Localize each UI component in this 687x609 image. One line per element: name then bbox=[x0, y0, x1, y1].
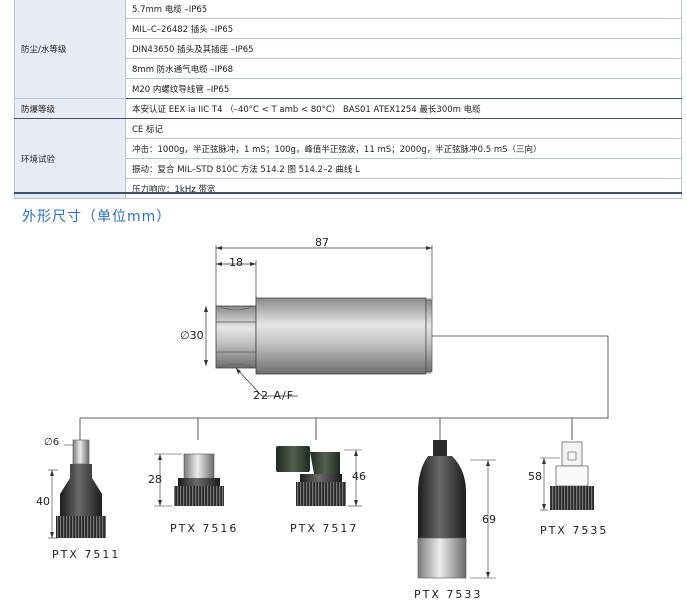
section-title: 外形尺寸（单位mm） bbox=[22, 209, 172, 225]
model-label: PTX 7516 bbox=[170, 522, 239, 535]
dim-ptx7511-height: 40 bbox=[36, 495, 50, 508]
main-sensor bbox=[204, 245, 433, 397]
table-bottom-rule bbox=[14, 192, 682, 194]
spec-table: 防尘/水等级 5.7mm 电缆 –IP65 MIL–C–26482 插头 –IP… bbox=[14, 0, 682, 199]
dim-hex-length: 18 bbox=[229, 256, 243, 269]
model-label: PTX 7535 bbox=[540, 524, 609, 537]
dim-hex-size: 22 A/F bbox=[253, 389, 295, 402]
model-label: PTX 7533 bbox=[414, 588, 483, 601]
dim-overall-length: 87 bbox=[315, 236, 329, 249]
dim-ptx7535-height: 58 bbox=[528, 470, 542, 483]
dim-ptx7533-height: 69 bbox=[482, 513, 496, 526]
table-row: 防尘/水等级 5.7mm 电缆 –IP65 bbox=[14, 0, 682, 99]
dim-ptx7511-cable: ∅6 bbox=[44, 437, 60, 448]
dim-ptx7517-height: 46 bbox=[352, 470, 366, 483]
ptx7535-drawing bbox=[540, 441, 594, 511]
table-row: 环境试验 CE 标记 bbox=[14, 118, 682, 199]
connector-lines bbox=[79, 335, 609, 440]
model-label: PTX 7511 bbox=[52, 548, 121, 561]
ptx7533-drawing bbox=[417, 440, 496, 579]
ptx7517-drawing bbox=[276, 446, 362, 507]
ptx7511-drawing bbox=[48, 439, 106, 539]
spec-category: 防尘/水等级 bbox=[14, 0, 126, 99]
ptx7516-drawing bbox=[154, 453, 224, 507]
spec-category: 环境试验 bbox=[14, 118, 126, 199]
dim-diameter: ∅30 bbox=[180, 329, 204, 342]
dim-ptx7516-height: 28 bbox=[148, 473, 162, 486]
model-label: PTX 7517 bbox=[290, 522, 359, 535]
